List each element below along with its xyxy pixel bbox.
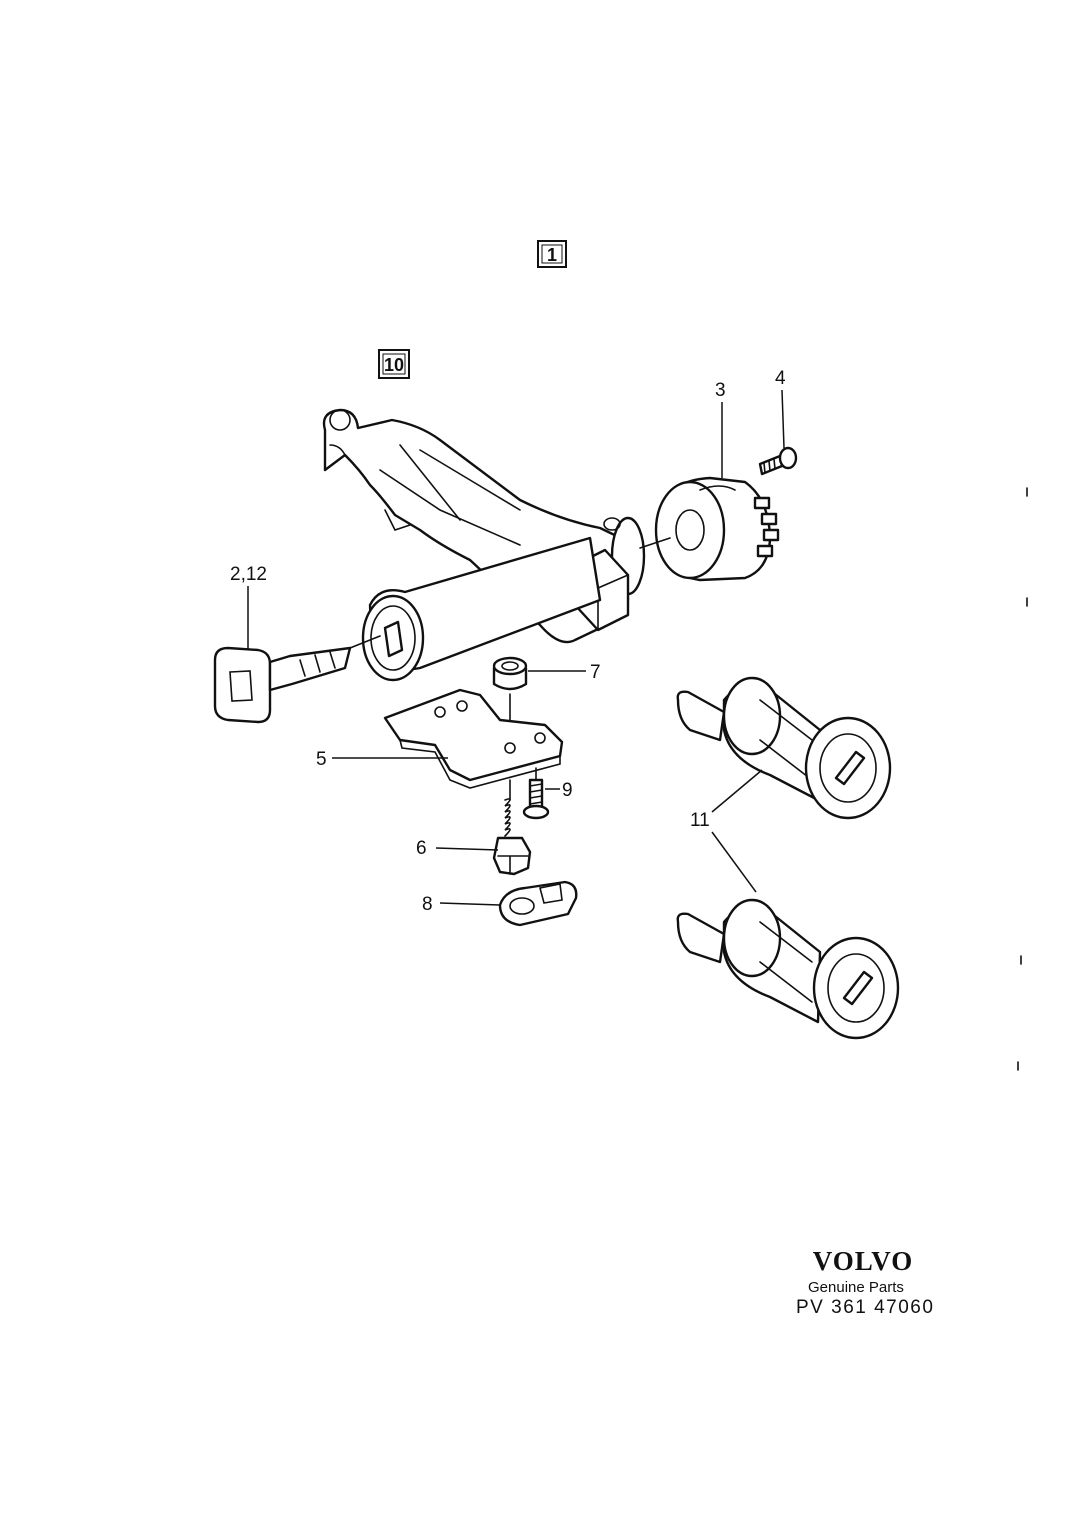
leader-lines	[247, 389, 785, 906]
lock-cylinder-upper	[676, 676, 892, 820]
key	[213, 635, 381, 724]
spring-pin	[492, 779, 532, 876]
scan-marks	[1017, 487, 1028, 1071]
washer	[498, 880, 578, 927]
box-label-main: 1	[537, 240, 567, 268]
box-label-group-text: 10	[384, 355, 404, 375]
callout-sleeve: 7	[590, 662, 601, 683]
steering-lock-housing	[322, 408, 646, 682]
callout-screw-bottom: 9	[562, 780, 573, 801]
callout-cylinders: 11	[690, 810, 710, 831]
callout-washer: 8	[422, 894, 433, 915]
screw-bottom	[522, 767, 550, 820]
callout-key: 2,12	[230, 564, 267, 585]
brand-block: VOLVO Genuine Parts PV 361 47060	[796, 1246, 946, 1319]
callout-spring-pin: 6	[416, 838, 427, 859]
bracket	[383, 688, 564, 789]
callout-switch: 3	[715, 380, 726, 401]
callout-screw-top: 4	[775, 368, 786, 389]
callout-bracket: 5	[316, 749, 327, 770]
lock-cylinder-lower	[676, 898, 900, 1040]
brand-logo: VOLVO	[812, 1246, 914, 1276]
ignition-switch	[639, 476, 780, 582]
brand-subtitle: Genuine Parts	[808, 1279, 904, 1296]
box-label-group: 10	[378, 349, 410, 379]
part-code: PV 361 47060	[796, 1297, 935, 1318]
box-label-main-text: 1	[547, 245, 557, 265]
screw-top	[758, 446, 798, 476]
